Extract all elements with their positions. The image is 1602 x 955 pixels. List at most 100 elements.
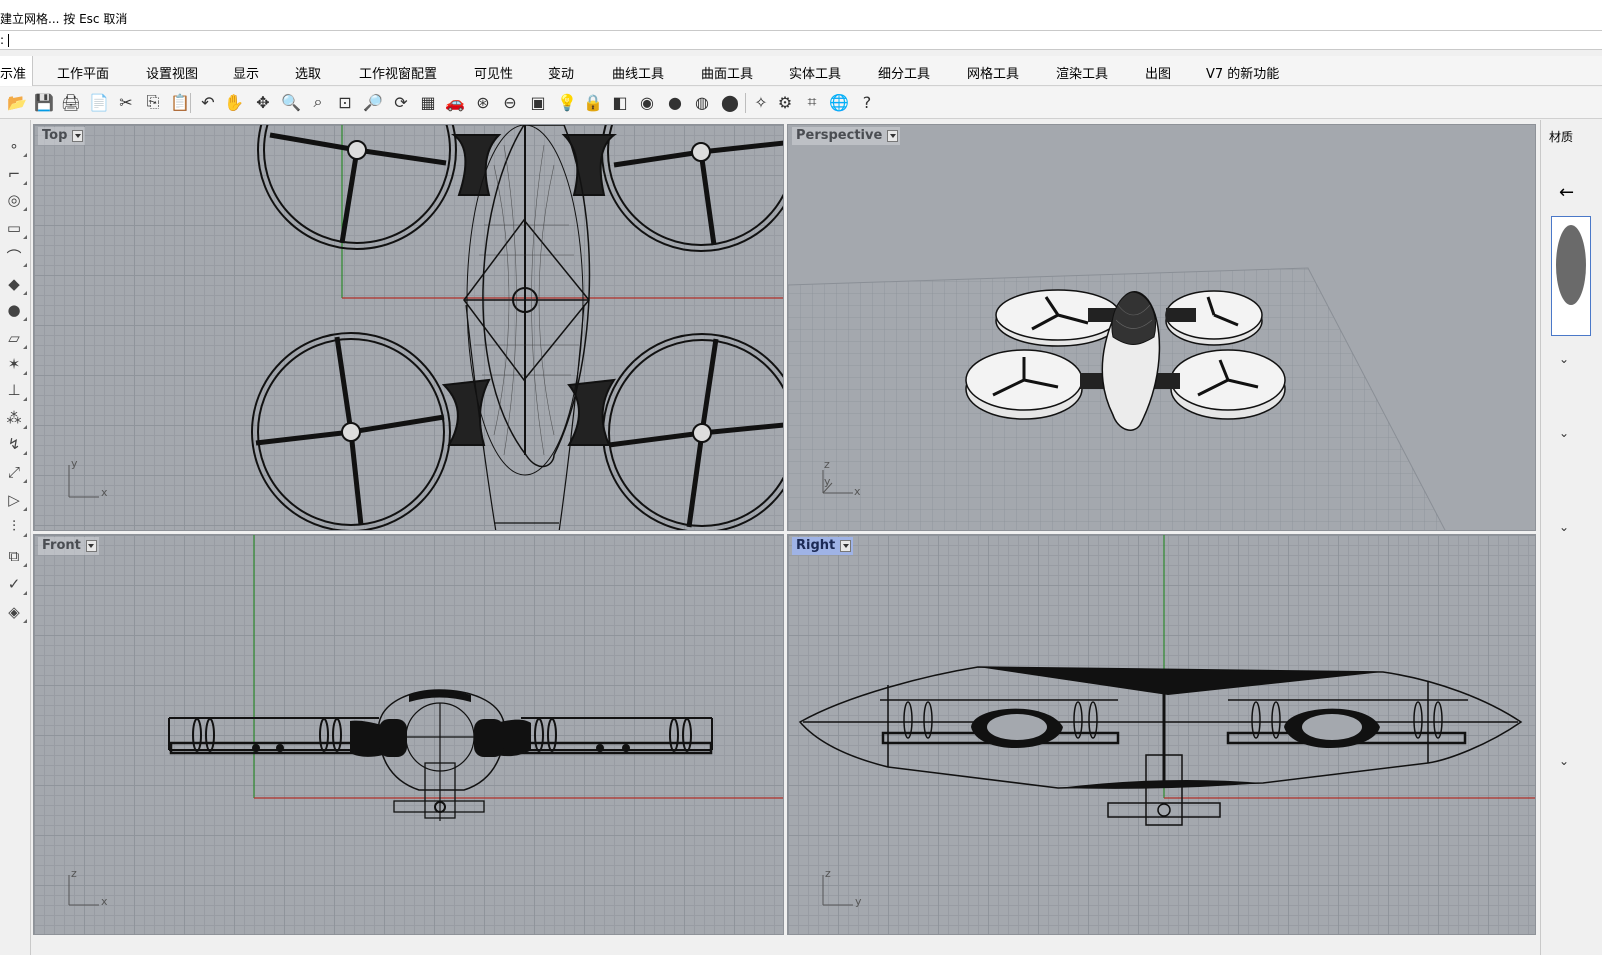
viewport-title-perspective[interactable]: Perspective	[792, 127, 901, 145]
tab-6[interactable]: 可见性	[474, 67, 514, 82]
tab-8[interactable]: 曲线工具	[612, 67, 665, 82]
back-arrow-icon[interactable]: ←	[1559, 182, 1575, 203]
tab-12[interactable]: 网格工具	[967, 67, 1020, 82]
tab-15[interactable]: V7 的新功能	[1206, 67, 1280, 82]
paste-icon[interactable]: 📋	[170, 92, 190, 112]
axis-label-y: y	[855, 895, 862, 908]
light-icon[interactable]: ✧	[754, 92, 768, 112]
array-icon[interactable]: ⁂	[2, 406, 27, 430]
dimension-icon[interactable]: ⊥	[2, 378, 27, 402]
undo-icon[interactable]: ↶	[201, 92, 215, 112]
lock-icon[interactable]: 🔒	[583, 92, 603, 112]
point-icon[interactable]: ∘	[2, 134, 27, 158]
tab-5[interactable]: 工作视窗配置	[359, 67, 438, 82]
tab-7[interactable]: 变动	[548, 67, 575, 82]
viewport-top[interactable]: y x Top	[33, 124, 784, 531]
ruler-icon[interactable]: ⫶	[2, 514, 27, 538]
paint-icon[interactable]: ◈	[2, 600, 27, 624]
four-viewports-icon[interactable]: ▦	[420, 92, 436, 112]
right-view-geometry: z y	[798, 535, 1535, 908]
layer-icon[interactable]: ◧	[612, 92, 628, 112]
cut-icon[interactable]: ✂	[119, 92, 133, 112]
tab-14[interactable]: 出图	[1145, 67, 1172, 82]
rotate-icon[interactable]: ⟳	[394, 92, 408, 112]
command-history: 建立网格... 按 Esc 取消	[0, 0, 1602, 30]
tab-3[interactable]: 显示	[233, 67, 260, 82]
viewport-title-text: Front	[42, 538, 81, 553]
toolbar-separator	[745, 93, 746, 113]
viewport-perspective[interactable]: z x y Perspective	[787, 124, 1536, 531]
chevron-down-icon[interactable]: ⌄	[1559, 520, 1570, 534]
viewport-menu-caret-icon[interactable]	[72, 130, 84, 142]
blue-sphere-icon[interactable]: ⬤	[721, 92, 739, 112]
mesh-icon[interactable]: ▱	[2, 326, 27, 350]
import-icon[interactable]: 📄	[89, 92, 109, 112]
tab-4[interactable]: 选取	[295, 67, 322, 82]
viewport-menu-caret-icon[interactable]	[85, 540, 97, 552]
car-icon[interactable]: 🚗	[445, 92, 465, 112]
tab-10[interactable]: 实体工具	[789, 67, 842, 82]
zoom-extents-icon[interactable]: ⊡	[338, 92, 352, 112]
axis-label-z: z	[71, 867, 77, 880]
zoom-icon[interactable]: 🔍	[281, 92, 301, 112]
open-icon[interactable]: 📂	[7, 92, 27, 112]
copy-icon[interactable]: ⎘	[146, 92, 160, 111]
viewport-title-right[interactable]: Right	[792, 537, 854, 555]
viewport-title-text: Right	[796, 538, 836, 553]
tab-13[interactable]: 渲染工具	[1056, 67, 1109, 82]
rectangle-icon[interactable]: ▭	[2, 216, 27, 240]
camera-icon[interactable]: ⊛	[476, 92, 490, 112]
target-icon[interactable]: ⊖	[503, 92, 517, 112]
analyze-icon[interactable]: ▷	[2, 488, 27, 512]
viewport-front[interactable]: z x Front	[33, 534, 784, 935]
zoom-window-icon[interactable]: ⌕	[313, 92, 323, 111]
viewport-title-front[interactable]: Front	[38, 537, 99, 555]
zoom-selected-icon[interactable]: 🔎	[363, 92, 383, 112]
rotate-view-icon[interactable]: ✥	[256, 92, 270, 112]
viewport-right[interactable]: z y Right	[787, 534, 1536, 935]
osnap-icon[interactable]: ⌗	[807, 92, 817, 111]
polyline-icon[interactable]: ⌐	[2, 162, 27, 186]
perspective-geometry: z x y	[788, 267, 1446, 530]
toolbar-tabs: 示准 工作平面 设置视图 显示 选取 工作视窗配置 可见性 变动 曲线工具 曲面工具 实体工具 细分工…	[0, 56, 1602, 86]
viewport-menu-caret-icon[interactable]	[887, 130, 899, 142]
viewport-title-top[interactable]: Top	[38, 127, 86, 145]
surface-icon[interactable]: ◆	[2, 272, 27, 296]
command-input[interactable]: :	[0, 30, 1602, 50]
shaded-sphere-icon[interactable]: ●	[668, 92, 682, 112]
solid-icon[interactable]: ●	[2, 298, 27, 322]
rendered-sphere-icon[interactable]: ◍	[695, 92, 709, 112]
chevron-down-icon[interactable]: ⌄	[1559, 754, 1570, 768]
chevron-down-icon[interactable]: ⌄	[1559, 352, 1570, 366]
fillet-icon[interactable]: ↯	[2, 432, 27, 456]
chevron-down-icon[interactable]: ⌄	[1559, 426, 1570, 440]
help-icon[interactable]: ?	[862, 92, 872, 112]
tab-9[interactable]: 曲面工具	[701, 67, 754, 82]
color-wheel-icon[interactable]: ◉	[640, 92, 654, 112]
boolean-icon[interactable]: ⧉	[2, 544, 27, 568]
check-icon[interactable]: ✓	[2, 572, 27, 596]
tab-0[interactable]: 示准	[0, 56, 34, 86]
tab-1[interactable]: 工作平面	[57, 67, 110, 82]
save-icon[interactable]: 💾	[34, 92, 54, 112]
tab-11[interactable]: 细分工具	[878, 67, 931, 82]
pan-icon[interactable]: ✋	[224, 92, 244, 112]
globe-icon[interactable]: 🌐	[829, 92, 849, 112]
tab-2[interactable]: 设置视图	[146, 67, 199, 82]
axis-label-x: x	[101, 486, 108, 499]
properties-panel: 材质 ← ⌄ ⌄ ⌄ ⌄	[1540, 120, 1602, 955]
viewport-menu-caret-icon[interactable]	[840, 540, 852, 552]
front-view-geometry: z x	[68, 535, 783, 908]
scale-icon[interactable]: ⤢	[2, 460, 27, 484]
material-preview[interactable]	[1551, 216, 1591, 336]
command-prompt: :	[0, 33, 5, 47]
named-views-icon[interactable]: ▣	[530, 92, 546, 112]
circle-icon[interactable]: ◎	[2, 188, 27, 212]
gear-options-icon[interactable]: ⚙	[777, 92, 793, 112]
lightbulb-icon[interactable]: 💡	[557, 92, 577, 112]
axis-label-z: z	[825, 867, 831, 880]
viewport-title-text: Top	[42, 128, 68, 143]
print-icon[interactable]: 🖨	[60, 92, 82, 112]
arc-icon[interactable]: ⌒	[2, 244, 27, 268]
explode-icon[interactable]: ✶	[2, 352, 27, 376]
